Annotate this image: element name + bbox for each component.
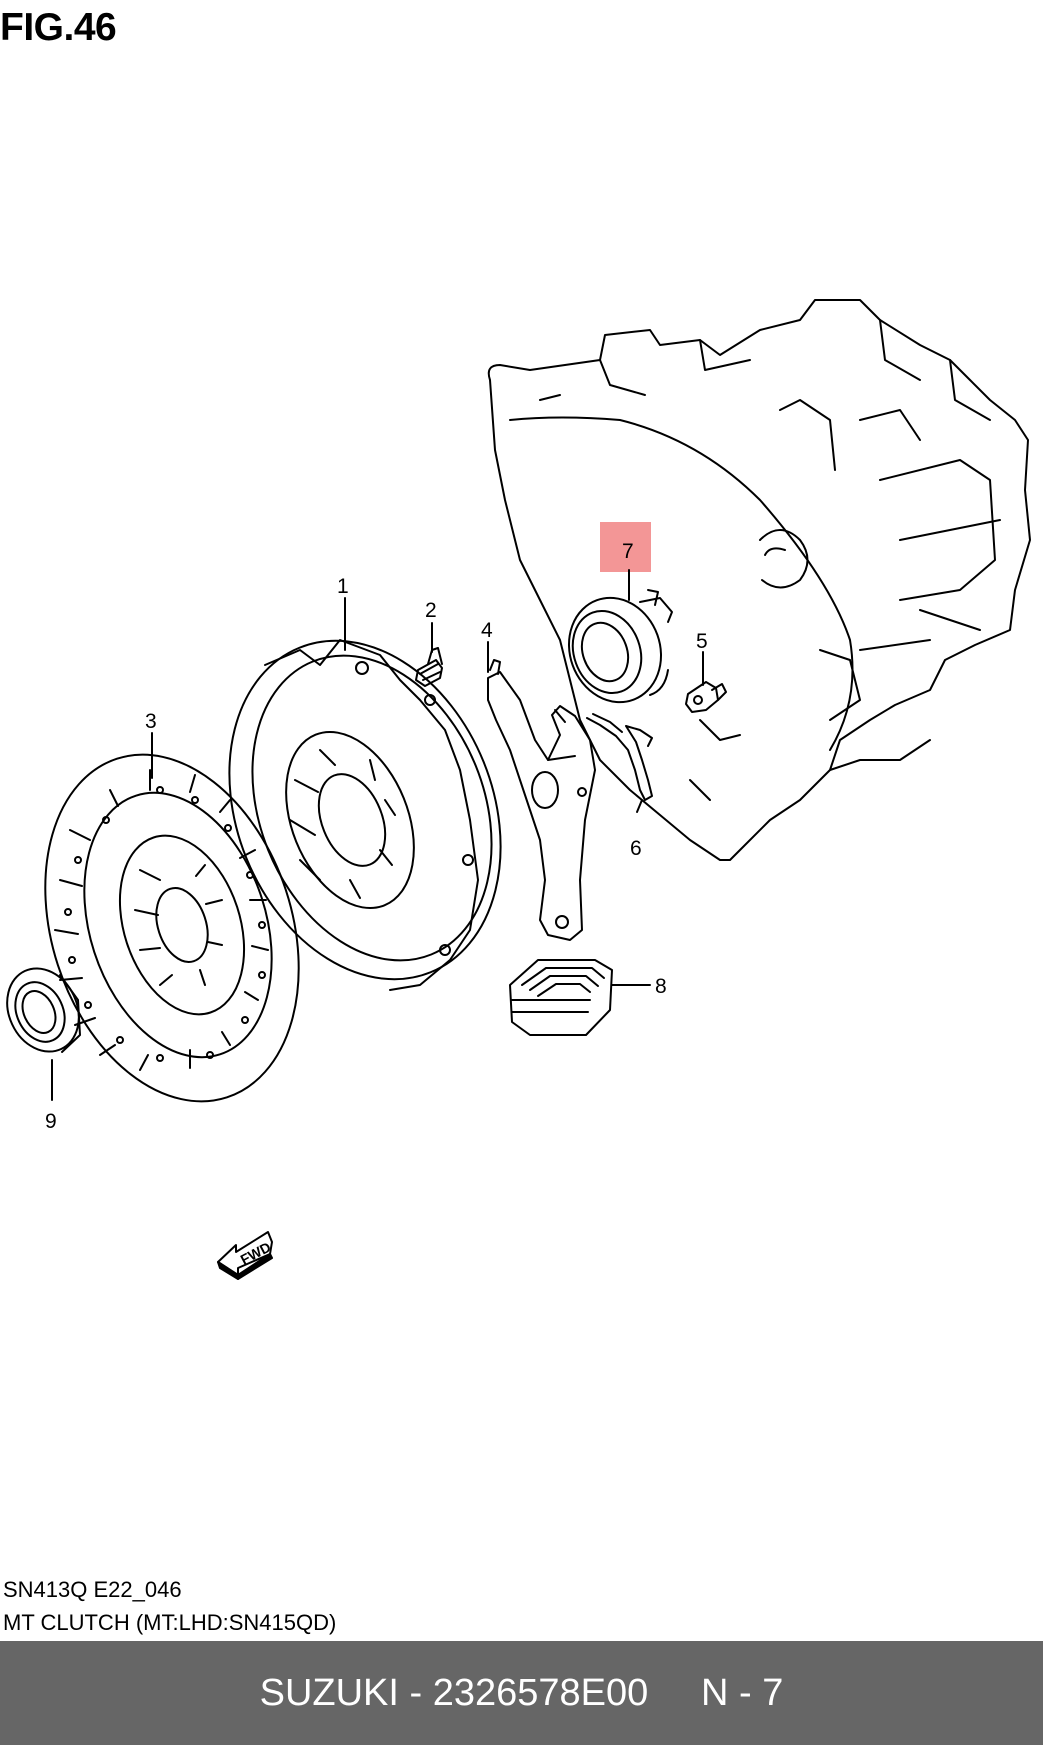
part-label-3: 3 [145, 710, 157, 733]
part-9-pilot-bearing [6, 967, 81, 1053]
figure-title: FIG.46 [0, 6, 117, 49]
part-label-1: 1 [337, 575, 349, 598]
footer-text: SUZUKI - 2326578E00 N - 7 [259, 1671, 784, 1714]
leader-lines [51, 569, 704, 1101]
forward-arrow-icon: FWD [217, 1231, 273, 1280]
footer-bar: SUZUKI - 2326578E00 N - 7 [0, 1641, 1043, 1745]
part-2-bolt [415, 647, 443, 687]
part-1-clutch-cover [228, 639, 502, 991]
part-label-7: 7 [622, 540, 634, 563]
part-5-bolt [685, 681, 727, 713]
part-6-spring-clip [586, 713, 653, 801]
part-4-release-fork [487, 659, 596, 941]
part-label-8: 8 [655, 975, 667, 998]
part-label-4: 4 [481, 619, 493, 642]
part-label-9: 9 [45, 1110, 57, 1133]
part-8-boot [509, 959, 613, 1036]
highlight-marker [600, 522, 651, 572]
diagram-description: MT CLUTCH (MT:LHD:SN415QD) [3, 1610, 337, 1635]
transmission-housing [487, 299, 1031, 861]
part-3-clutch-disc [44, 753, 300, 1103]
diagram-code: SN413Q E22_046 [3, 1577, 182, 1602]
part-7-release-bearing [567, 589, 673, 704]
part-label-2: 2 [425, 599, 437, 622]
part-label-5: 5 [696, 630, 708, 653]
part-label-6: 6 [630, 837, 642, 860]
